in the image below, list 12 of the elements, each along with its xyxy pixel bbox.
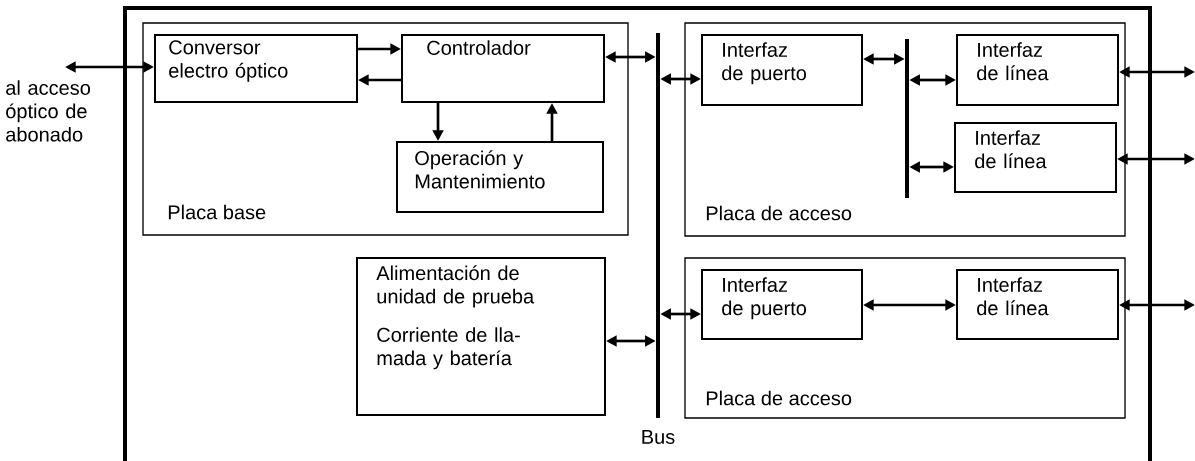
block-box: Alimentación de unidad de prueba Corriente de lla-mada y batería xyxy=(356,257,606,416)
block-box: Interfaz de puerto xyxy=(701,34,863,106)
block-box: Interfaz de línea xyxy=(954,122,1117,193)
block-box: Interfaz de línea xyxy=(956,269,1119,340)
block-box: Conversor electro óptico xyxy=(154,34,358,103)
port-label: al acceso óptico de abonado xyxy=(6,80,90,142)
block-box: Operación y Mantenimiento xyxy=(396,141,604,213)
bus-label: Bus xyxy=(642,430,675,444)
block-box: Interfaz de línea xyxy=(956,34,1119,106)
frame-box xyxy=(123,6,1152,461)
block-box: Controlador xyxy=(401,34,605,103)
block-box: Interfaz de puerto xyxy=(701,269,863,340)
